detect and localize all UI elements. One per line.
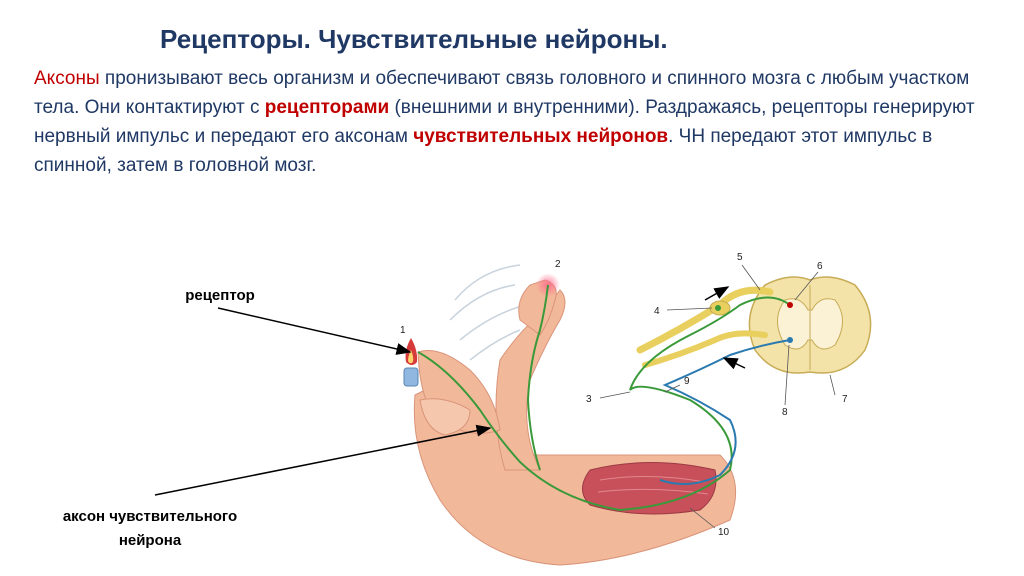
motor-nerve-path [659,339,791,485]
candle-flame-icon [403,338,419,387]
text-part-4: (внешними и внутренними). Раздражаясь, р… [34,97,975,147]
receptor-pointer [217,307,412,355]
axon-label-line1: аксон чувствительного [62,508,238,525]
num-3: 3 [586,394,592,405]
sensory-nerve-branch [526,284,549,471]
term-axons: Аксоны [34,68,100,89]
receptor-label: рецептор [185,287,255,304]
page-title: Рецепторы. Чувствительные нейроны. [160,24,668,54]
num-2: 2 [555,259,561,270]
num-6: 6 [817,261,823,272]
text-part-6: . ЧН передают этот импульс в спинной, за… [34,126,933,176]
spinal-cord-section [636,276,872,374]
num-10: 10 [718,527,730,538]
term-sensory-neurons: чувствительных нейронов [413,126,669,147]
num-7: 7 [842,394,848,405]
num-4: 4 [654,306,660,317]
body-paragraph: Аксоны пронизывают весь организм и обесп… [34,64,1009,180]
impulse-out-arrow [722,357,746,370]
term-receptors: рецепторами [264,97,390,118]
arm-illustration [413,279,737,566]
axon-pointer [154,424,492,496]
num-8: 8 [782,407,788,418]
num-1: 1 [400,325,406,336]
text-part-2: пронизывают весь организм и обеспечивают… [34,68,970,118]
axon-label-line2: нейрона [118,532,182,549]
num-9: 9 [684,376,690,387]
number-leaders [599,264,836,529]
impulse-in-arrow [704,286,730,301]
num-5: 5 [737,252,743,263]
